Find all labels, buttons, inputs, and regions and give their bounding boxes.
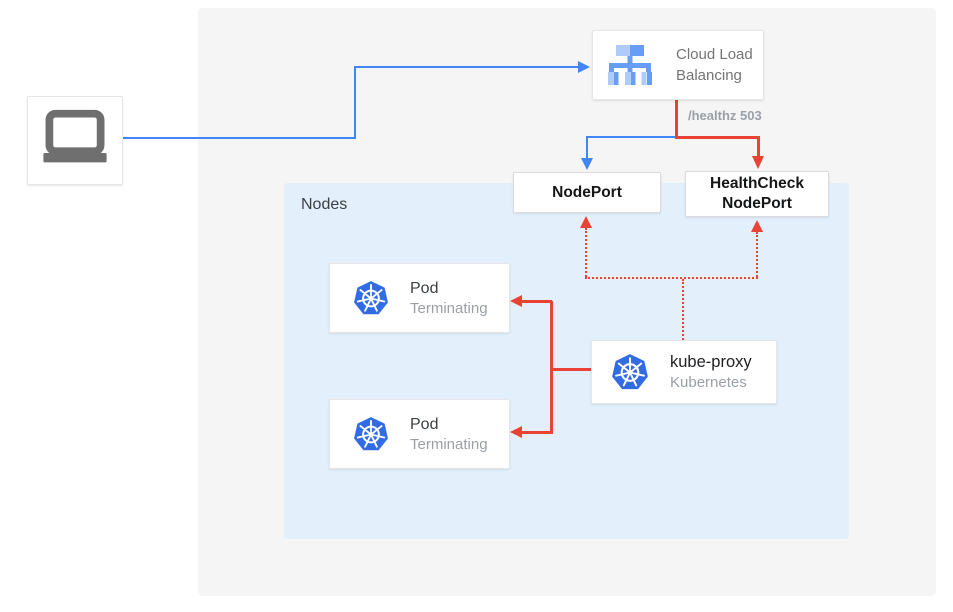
healthcheck-nodeport-node: HealthCheck NodePort: [685, 171, 829, 217]
client-node: [27, 96, 123, 185]
kubernetes-icon: [352, 416, 390, 453]
laptop-icon: [33, 100, 117, 181]
arrowhead-dotted-into-nodeport: [580, 216, 592, 228]
edge-junction-blue-horizontal: [587, 136, 676, 138]
pod1-node: Pod Terminating: [329, 263, 510, 333]
edge-dotted-horizontal: [585, 277, 758, 279]
nodes-panel-label: Nodes: [301, 196, 348, 213]
edge-client-vertical: [354, 66, 356, 139]
edge-dotted-from-kube-proxy: [682, 279, 684, 340]
pod1-status: Terminating: [410, 299, 488, 317]
arrowhead-into-pod2: [510, 426, 522, 438]
arrowhead-into-healthcheck: [752, 156, 764, 169]
kube-proxy-title: kube-proxy: [670, 352, 752, 371]
arrowhead-into-pod1: [510, 295, 522, 307]
arrowhead-dotted-into-healthcheck: [751, 220, 763, 232]
pod2-status: Terminating: [410, 435, 488, 453]
kubernetes-icon: [352, 280, 390, 317]
edge-to-pod1: [521, 300, 552, 303]
edge-client-horizontal: [123, 137, 356, 139]
edge-kube-proxy-left: [552, 368, 591, 371]
edge-dotted-left-vertical: [585, 228, 587, 277]
healthz-503-label: /healthz 503: [688, 108, 762, 123]
edge-blue-to-nodeport: [586, 136, 588, 159]
edge-pods-vertical: [550, 301, 553, 434]
arrowhead-into-clb: [578, 60, 590, 73]
arrowhead-into-nodeport: [580, 158, 593, 170]
cloud-load-balancing-icon: [608, 45, 652, 85]
edge-dotted-right-vertical: [756, 232, 758, 277]
cloud-load-balancing-node: Cloud Load Balancing: [592, 30, 764, 100]
cloud-load-balancing-label: Cloud Load Balancing: [676, 46, 753, 84]
edge-junction-red-horizontal: [675, 136, 760, 139]
edge-to-pod2: [521, 431, 552, 434]
healthcheck-nodeport-label: HealthCheck NodePort: [710, 175, 804, 212]
kube-proxy-subtitle: Kubernetes: [670, 373, 747, 391]
kube-proxy-node: kube-proxy Kubernetes: [591, 340, 777, 404]
nodeport-label: NodePort: [552, 183, 622, 201]
edge-red-to-healthcheck: [757, 136, 760, 157]
edge-client-to-clb: [354, 66, 578, 68]
edge-clb-down-red: [675, 100, 678, 138]
kubernetes-icon: [610, 353, 650, 392]
pod1-title: Pod: [410, 279, 439, 297]
pod2-node: Pod Terminating: [329, 399, 510, 469]
pod2-title: Pod: [410, 415, 439, 433]
nodeport-node: NodePort: [513, 172, 661, 213]
